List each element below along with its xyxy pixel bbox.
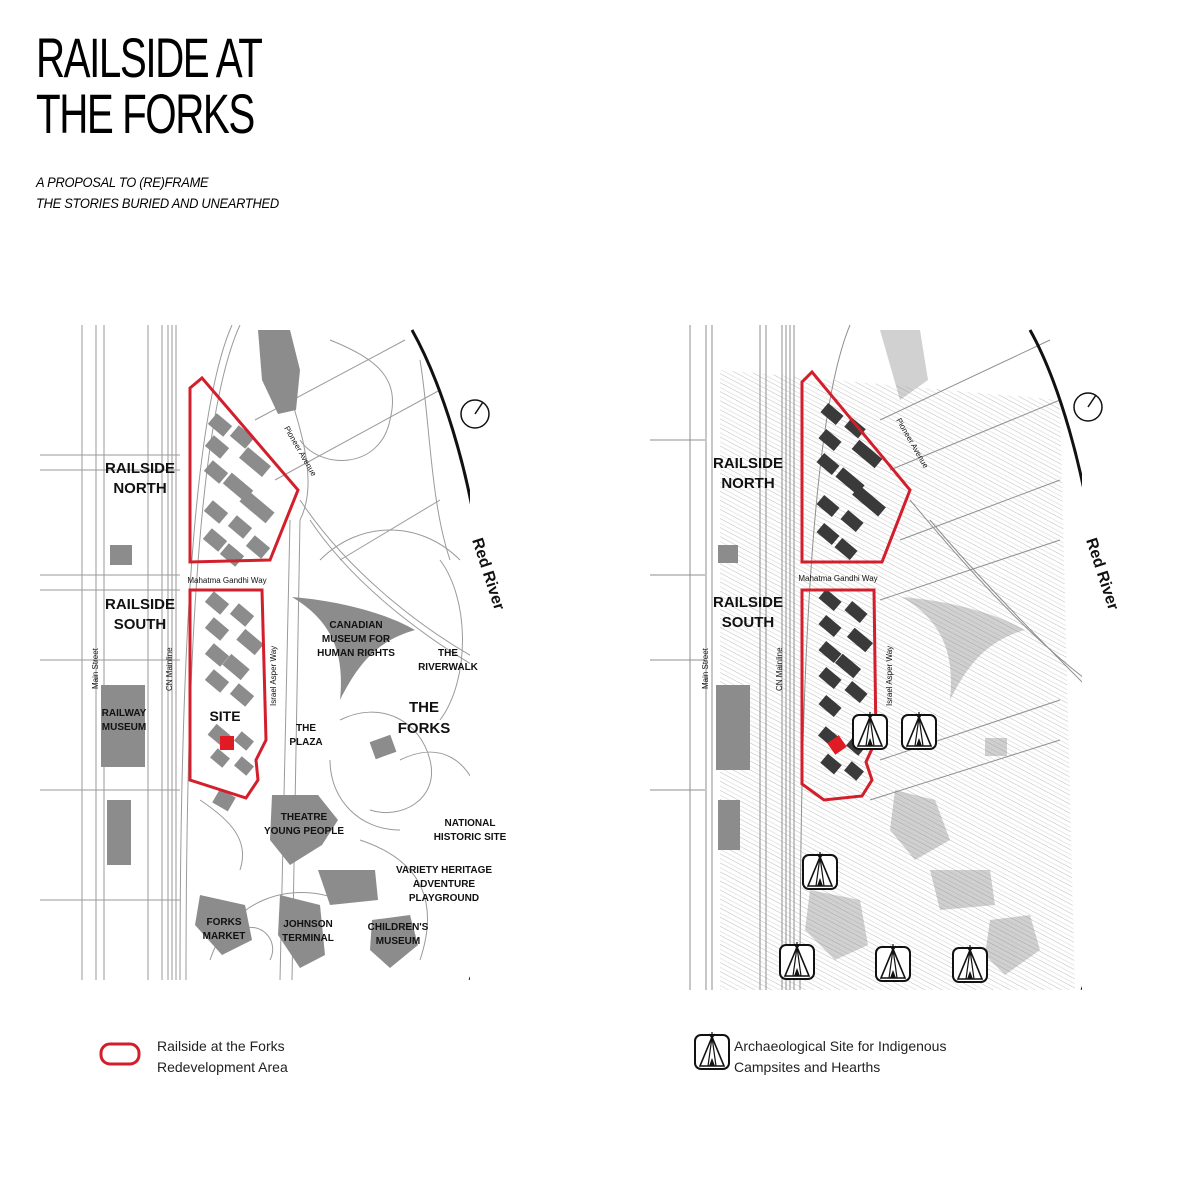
label-railside-north-1: RAILSIDE — [105, 460, 175, 477]
legend-redevelopment-line-1: Railside at the Forks — [157, 1038, 285, 1054]
title-line-1: RAILSIDE AT — [36, 26, 263, 89]
label-railside-south-1: RAILSIDE — [105, 596, 175, 613]
page-title: RAILSIDE AT THE FORKS — [36, 26, 263, 145]
tipi-icon — [852, 711, 888, 750]
boundary-railside-south-right — [800, 588, 878, 802]
building-johnson-terminal — [278, 895, 325, 968]
legend-redevelopment: Railside at the Forks Redevelopment Area — [157, 1036, 288, 1078]
subtitle-line-2: THE STORIES BURIED AND UNEARTHED — [36, 195, 279, 211]
tipi-icon — [875, 943, 911, 982]
label-railway-museum-1: RAILWAY — [102, 708, 147, 719]
street-gandhi: Mahatma Gandhi Way — [187, 576, 266, 585]
label-railside-north-1-right: RAILSIDE — [713, 455, 783, 472]
label-plaza-1: THE — [296, 723, 316, 734]
river-edge — [410, 329, 470, 980]
label-railside-south-2: SOUTH — [114, 616, 167, 633]
building-railway-museum — [101, 685, 145, 767]
label-johnson-2: TERMINAL — [282, 933, 334, 944]
tipi-icon — [779, 941, 815, 980]
label-variety-2: ADVENTURE — [413, 879, 476, 890]
label-railside-north-2: NORTH — [113, 480, 166, 497]
building — [110, 545, 132, 565]
label-forks-market-2: MARKET — [203, 931, 246, 942]
page-subtitle: A PROPOSAL TO (RE)FRAME THE STORIES BURI… — [36, 172, 279, 214]
tipi-icon — [802, 851, 838, 890]
street-main-right: Main Street — [701, 647, 710, 689]
label-childrens-1: CHILDREN'S — [368, 922, 429, 933]
north-arrow-icon — [460, 399, 490, 429]
legend-archaeology-line-1: Archaeological Site for Indigenous — [734, 1038, 947, 1054]
label-red-river-right: Red River — [1082, 536, 1121, 612]
legend-boundary-swatch — [99, 1042, 141, 1066]
right-map — [650, 325, 1082, 990]
label-plaza-2: PLAZA — [289, 737, 322, 748]
label-railway-museum-2: MUSEUM — [102, 722, 146, 733]
label-railside-north-2-right: NORTH — [721, 475, 774, 492]
site-marker — [220, 736, 234, 750]
building-theatre — [270, 795, 338, 865]
building — [107, 800, 131, 865]
boundary-railside-north — [188, 375, 300, 564]
label-site: SITE — [209, 708, 240, 724]
left-map — [40, 325, 470, 980]
label-forks-market-1: FORKS — [207, 917, 242, 928]
building-forks-market — [195, 895, 252, 955]
label-cmhr-1: CANADIAN — [329, 620, 382, 631]
building-childrens-museum — [370, 915, 418, 968]
label-red-river: Red River — [468, 536, 507, 612]
street-main: Main Street — [91, 647, 100, 689]
left-map-labels: RAILSIDE NORTH RAILSIDE SOUTH CANADIAN M… — [91, 399, 507, 947]
label-childrens-2: MUSEUM — [376, 936, 420, 947]
label-nhs-2: HISTORIC SITE — [434, 832, 507, 843]
label-variety-3: PLAYGROUND — [409, 893, 479, 904]
label-variety-1: VARIETY HERITAGE — [396, 865, 492, 876]
river-edge-right — [1028, 329, 1082, 990]
subtitle-line-1: A PROPOSAL TO (RE)FRAME — [36, 174, 209, 190]
north-arrow-icon-right — [1073, 392, 1103, 422]
label-forks-2: FORKS — [398, 720, 451, 737]
boundary-railside-south — [188, 588, 268, 800]
site-marker-right — [827, 735, 847, 755]
label-riverwalk-1: THE — [438, 648, 458, 659]
tipi-icon — [952, 944, 988, 983]
building — [318, 870, 378, 905]
label-nhs-1: NATIONAL — [445, 818, 496, 829]
label-forks-1: THE — [409, 699, 439, 716]
label-railside-south-1-right: RAILSIDE — [713, 594, 783, 611]
building — [258, 330, 300, 414]
street-cn: CN Mainline — [165, 647, 174, 691]
legend-archaeology-line-2: Campsites and Hearths — [734, 1059, 881, 1075]
building-cmhr — [292, 597, 415, 700]
label-theatre-2: YOUNG PEOPLE — [264, 826, 344, 837]
label-theatre-1: THEATRE — [281, 812, 328, 823]
label-riverwalk-2: RIVERWALK — [418, 662, 479, 673]
boundary-railside-north-right — [800, 369, 912, 564]
street-gandhi-right: Mahatma Gandhi Way — [798, 574, 877, 583]
legend-archaeology: Archaeological Site for Indigenous Camps… — [734, 1036, 946, 1078]
tipi-icon — [901, 711, 937, 750]
street-asper-right: Israel Asper Way — [885, 646, 894, 706]
label-railside-south-2-right: SOUTH — [722, 614, 775, 631]
legend-redevelopment-line-2: Redevelopment Area — [157, 1059, 288, 1075]
label-cmhr-2: MUSEUM FOR — [322, 634, 391, 645]
street-cn-right: CN Mainline — [775, 647, 784, 691]
label-johnson-1: JOHNSON — [283, 919, 332, 930]
street-asper: Israel Asper Way — [269, 646, 278, 706]
legend-tipi-icon — [694, 1031, 730, 1070]
label-cmhr-3: HUMAN RIGHTS — [317, 648, 395, 659]
title-line-2: THE FORKS — [36, 82, 255, 145]
building — [369, 734, 397, 760]
